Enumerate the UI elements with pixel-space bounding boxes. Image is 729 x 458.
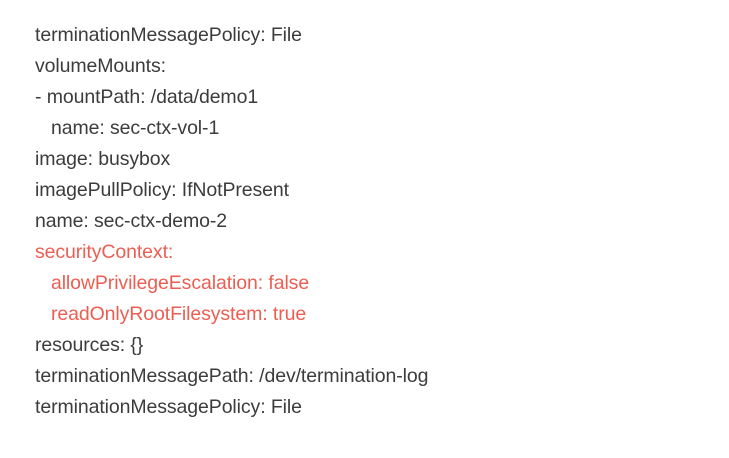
code-line-text: image: busybox [35,148,171,170]
code-line: allowPrivilegeEscalation: false [0,268,729,299]
code-line: terminationMessagePolicy: File [0,392,729,423]
code-line-text: terminationMessagePath: /dev/termination… [35,365,429,387]
code-line: terminationMessagePath: /dev/termination… [0,361,729,392]
code-line: name: sec-ctx-vol-1 [0,113,729,144]
code-line-text: readOnlyRootFilesystem: true [35,303,307,325]
code-line-text: securityContext: [35,241,174,263]
code-line-text: allowPrivilegeEscalation: false [35,272,310,294]
code-line-text: name: sec-ctx-demo-2 [35,210,227,232]
code-line: resources: {} [0,330,729,361]
code-line-text: terminationMessagePolicy: File [35,24,302,46]
code-line: securityContext: [0,237,729,268]
code-line-text: volumeMounts: [35,55,166,77]
code-line: name: sec-ctx-demo-2 [0,206,729,237]
code-line: terminationMessagePolicy: File [0,20,729,51]
code-block: terminationMessagePolicy: File volumeMoun… [0,20,729,423]
code-line-text: imagePullPolicy: IfNotPresent [35,179,289,201]
code-line: - mountPath: /data/demo1 [0,82,729,113]
code-line: image: busybox [0,144,729,175]
code-line-text: - mountPath: /data/demo1 [35,86,259,108]
code-line: readOnlyRootFilesystem: true [0,299,729,330]
code-line-text: resources: {} [35,334,144,356]
code-line-text: terminationMessagePolicy: File [35,396,302,418]
code-line-text: name: sec-ctx-vol-1 [35,117,220,139]
code-line: volumeMounts: [0,51,729,82]
code-line: imagePullPolicy: IfNotPresent [0,175,729,206]
